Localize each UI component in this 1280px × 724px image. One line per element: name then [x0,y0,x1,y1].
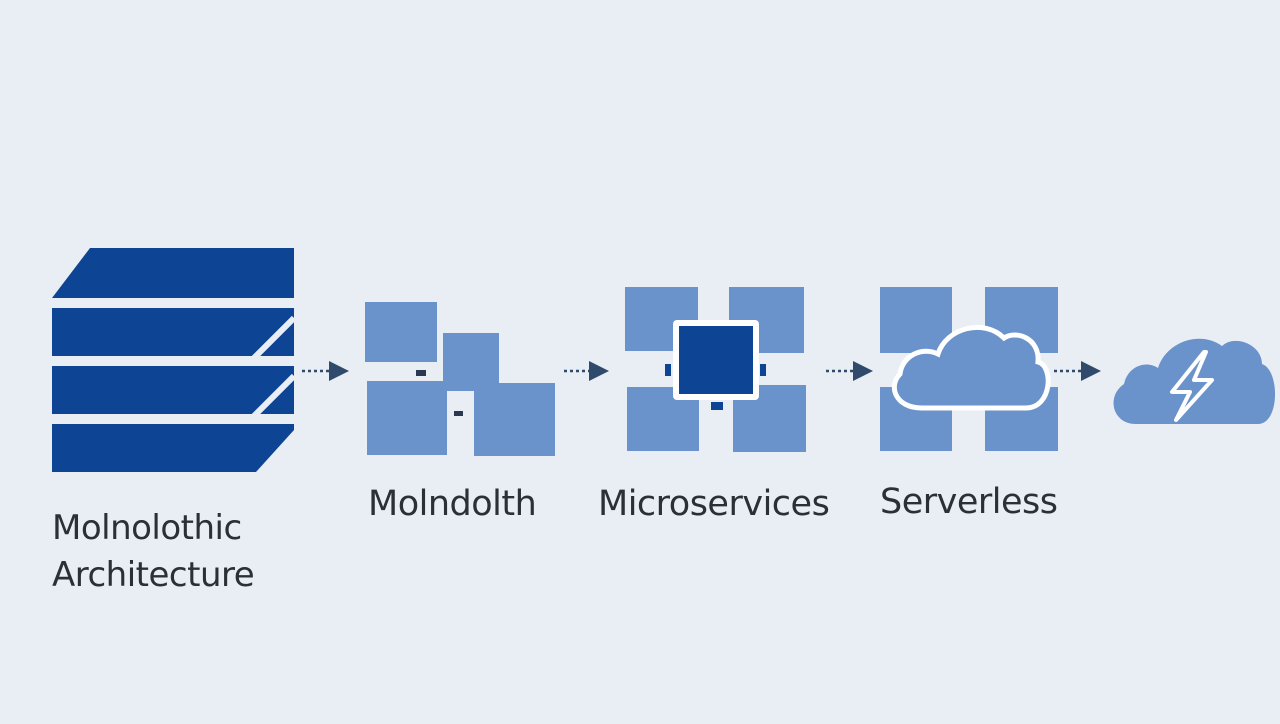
monolithic-label-line-2: Architecture [52,555,255,595]
monolithic-label: Molnolothic Architecture [52,505,255,599]
serverless-label: Serverless [880,482,1058,522]
cloud-grid-icon [880,287,1058,451]
service-grid-icon [625,287,806,452]
stacked-layers-icon [52,248,297,472]
microservices-label: Microservices [598,484,830,524]
modular-label: Molndolth [368,484,537,524]
loose-blocks-icon [365,302,555,456]
monolithic-label-line-1: Molnolothic [52,508,242,548]
cloud-lightning-icon [1113,338,1276,424]
